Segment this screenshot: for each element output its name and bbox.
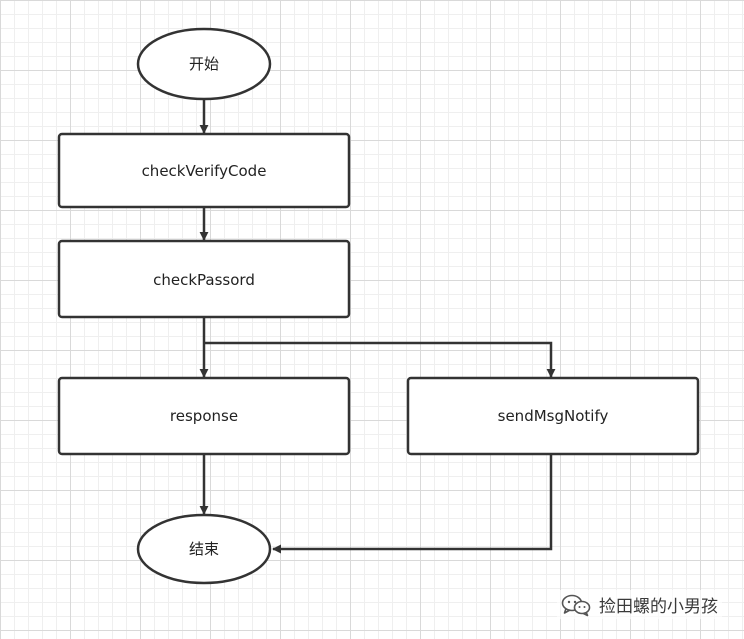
start-label: 开始 <box>189 55 219 73</box>
node-checkpassord[interactable]: checkPassord <box>57 239 351 319</box>
node-sendmsgnotify[interactable]: sendMsgNotify <box>406 376 700 456</box>
watermark: 捡田螺的小男孩 <box>557 590 722 619</box>
response-label: response <box>170 407 238 425</box>
watermark-text: 捡田螺的小男孩 <box>599 597 718 617</box>
sendmsgnotify-label: sendMsgNotify <box>498 407 609 425</box>
end-label: 结束 <box>189 540 219 558</box>
end-ellipse <box>136 513 272 585</box>
edge-sendmsgnotify-to-end <box>272 455 553 554</box>
edge-checkpassord-to-sendmsgnotify <box>204 341 556 378</box>
checkpassord-box <box>57 239 351 319</box>
checkverifycode-label: checkVerifyCode <box>142 162 267 180</box>
node-checkverifycode[interactable]: checkVerifyCode <box>57 132 351 209</box>
start-ellipse <box>136 27 272 101</box>
sendmsgnotify-box <box>406 376 700 456</box>
connectors <box>199 100 556 554</box>
response-box <box>57 376 351 456</box>
node-response[interactable]: response <box>57 376 351 456</box>
wechat-icon <box>561 593 591 617</box>
checkverifycode-box <box>57 132 351 209</box>
checkpassord-label: checkPassord <box>153 271 255 289</box>
node-start[interactable]: 开始 <box>136 27 272 101</box>
node-end[interactable]: 结束 <box>136 513 272 585</box>
